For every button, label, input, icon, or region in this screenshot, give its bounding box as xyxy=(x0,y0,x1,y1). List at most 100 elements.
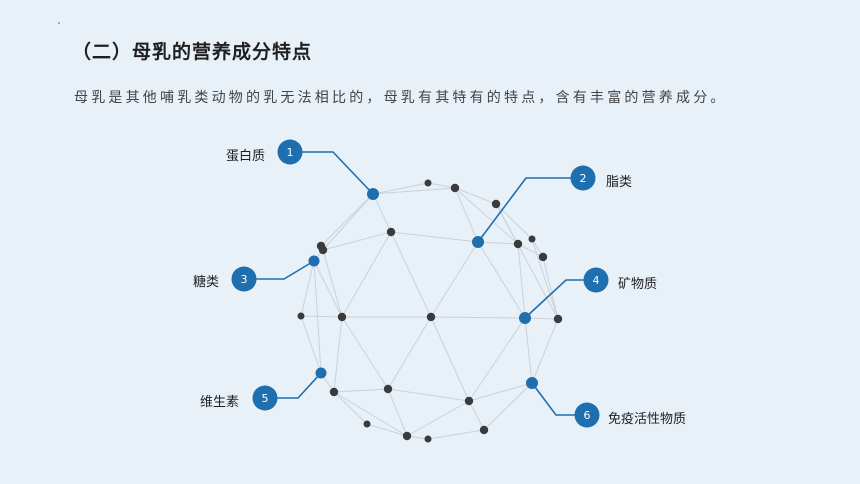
callout-connector xyxy=(290,151,374,195)
network-node xyxy=(363,420,371,428)
callout-number: 5 xyxy=(262,392,269,405)
intro-text: 母乳是其他哺乳类动物的乳无法相比的，母乳有其特有的特点，含有丰富的营养成分。 xyxy=(74,90,728,106)
callout-badge-4: 4 xyxy=(583,267,609,293)
callout-badge-1: 1 xyxy=(277,139,303,165)
network-edge xyxy=(300,315,322,374)
network-edge xyxy=(320,193,374,247)
network-edge xyxy=(313,260,343,318)
network-edge xyxy=(372,187,456,195)
callout-number: 3 xyxy=(241,273,248,286)
label-minerals: 矿物质 xyxy=(618,277,658,292)
page-title: （二）母乳的营养成分特点 xyxy=(72,41,313,63)
network-edge xyxy=(495,203,559,320)
network-edge xyxy=(341,316,389,390)
network-edge xyxy=(454,187,519,245)
callout-badge-circle xyxy=(252,385,278,411)
network-edge xyxy=(390,231,432,318)
callout-connector xyxy=(244,260,315,280)
network-node xyxy=(479,425,489,435)
callout-connector xyxy=(477,177,583,243)
callout-number: 2 xyxy=(580,172,587,185)
label-protein: 蛋白质 xyxy=(226,149,266,164)
callout-badge-circle xyxy=(570,165,596,191)
network-edge xyxy=(322,231,392,251)
network-edge xyxy=(531,238,559,320)
network-edge xyxy=(387,316,432,390)
network-node xyxy=(450,183,460,193)
network-edge xyxy=(468,317,526,402)
network-edge xyxy=(387,388,408,437)
corner-dot xyxy=(58,22,60,24)
network-edge xyxy=(300,315,343,318)
network-edge xyxy=(483,382,533,431)
callout-badge-3: 3 xyxy=(231,266,257,292)
network-edge xyxy=(468,382,533,402)
network-edges xyxy=(300,182,559,440)
callout-number: 1 xyxy=(287,146,294,159)
callout-badge-circle xyxy=(277,139,303,165)
network-edge xyxy=(477,241,526,319)
network-edge xyxy=(454,187,479,243)
network-edge xyxy=(322,249,343,318)
network-node xyxy=(424,435,432,443)
network-edge xyxy=(427,429,485,440)
network-edge xyxy=(430,241,479,318)
callout-number: 6 xyxy=(584,409,591,422)
network-edge xyxy=(454,187,497,205)
network-edge xyxy=(390,231,479,243)
network-node xyxy=(491,199,501,209)
network-edge xyxy=(313,260,322,374)
network-node xyxy=(402,431,412,441)
callout-badge-circle xyxy=(574,402,600,428)
network-edge xyxy=(406,400,470,437)
network-edge xyxy=(387,388,470,402)
callout-lines xyxy=(244,151,596,416)
callout-number: 4 xyxy=(593,274,600,287)
label-sugars: 糖类 xyxy=(193,275,220,290)
network-node xyxy=(297,312,305,320)
network-edge xyxy=(333,391,368,425)
callout-badge-2: 2 xyxy=(570,165,596,191)
label-immune-substances: 免疫活性物质 xyxy=(608,412,687,427)
network-edge xyxy=(300,260,315,317)
network-node xyxy=(383,384,393,394)
network-edge xyxy=(333,316,343,393)
network-node xyxy=(386,227,396,237)
network-edge xyxy=(427,182,456,189)
network-edge xyxy=(517,243,526,319)
network-edge xyxy=(531,318,559,384)
network-node xyxy=(329,387,339,397)
network-nodes xyxy=(297,179,563,443)
network-node xyxy=(513,239,523,249)
network-node xyxy=(464,396,474,406)
callout-badge-6: 6 xyxy=(574,402,600,428)
callout-badge-circle xyxy=(231,266,257,292)
network-edge xyxy=(366,423,408,437)
callout-badge-circle xyxy=(583,267,609,293)
network-edge xyxy=(430,316,470,402)
network-edge xyxy=(372,182,429,195)
network-node xyxy=(424,179,432,187)
network-edge xyxy=(517,243,544,258)
network-node xyxy=(337,312,347,322)
network-edge xyxy=(333,391,408,437)
network-node xyxy=(538,252,548,262)
network-edge xyxy=(372,193,392,233)
label-vitamins: 维生素 xyxy=(200,395,240,410)
network-edge xyxy=(542,256,559,320)
network-edge xyxy=(477,241,519,245)
callout-badge-5: 5 xyxy=(252,385,278,411)
network-edge xyxy=(341,231,392,318)
network-node xyxy=(316,241,326,251)
network-node xyxy=(426,312,436,322)
callout-badges: 1 2 3 4 5 6 xyxy=(231,139,609,428)
network-node xyxy=(528,235,536,243)
network-edge xyxy=(468,400,485,431)
network-edge xyxy=(333,388,389,393)
network-edge xyxy=(524,317,533,384)
network-edge xyxy=(322,193,374,251)
label-lipids: 脂类 xyxy=(606,175,633,190)
network-edge xyxy=(430,316,526,319)
